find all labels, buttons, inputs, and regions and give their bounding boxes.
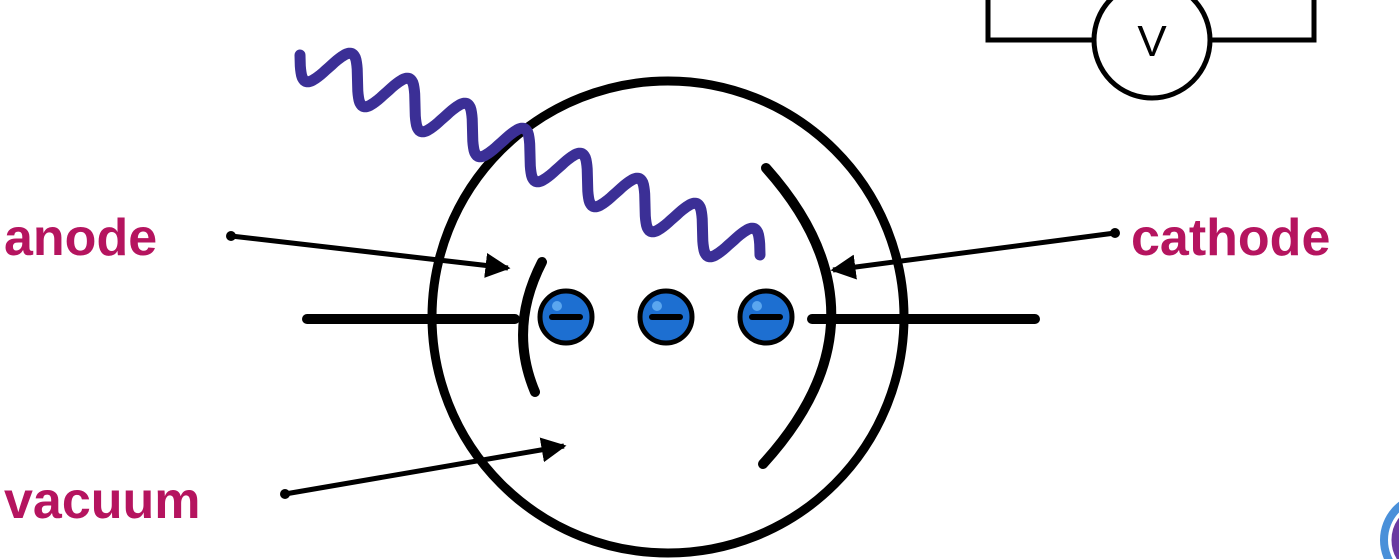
vacuum-label: vacuum (4, 472, 201, 530)
voltmeter-circuit: V (988, 0, 1314, 98)
cathode-label: cathode (1131, 209, 1330, 267)
institution-logo (1384, 496, 1399, 559)
cathode-arrow (833, 233, 1115, 270)
anode-plate (523, 262, 542, 392)
electron (540, 291, 592, 343)
vacuum-arrow-tail-dot (280, 489, 290, 499)
electron (740, 291, 792, 343)
voltmeter-symbol: V (1137, 17, 1167, 66)
anode-label: anode (4, 209, 157, 267)
anode-arrow-tail-dot (226, 231, 236, 241)
anode-arrow (231, 236, 508, 268)
vacuum-arrow (285, 446, 564, 494)
electron-highlight (552, 301, 562, 311)
cathode-arrow-tail-dot (1110, 228, 1120, 238)
electron (640, 291, 692, 343)
electron-highlight (652, 301, 662, 311)
electron-highlight (752, 301, 762, 311)
electrons-group (540, 291, 792, 343)
